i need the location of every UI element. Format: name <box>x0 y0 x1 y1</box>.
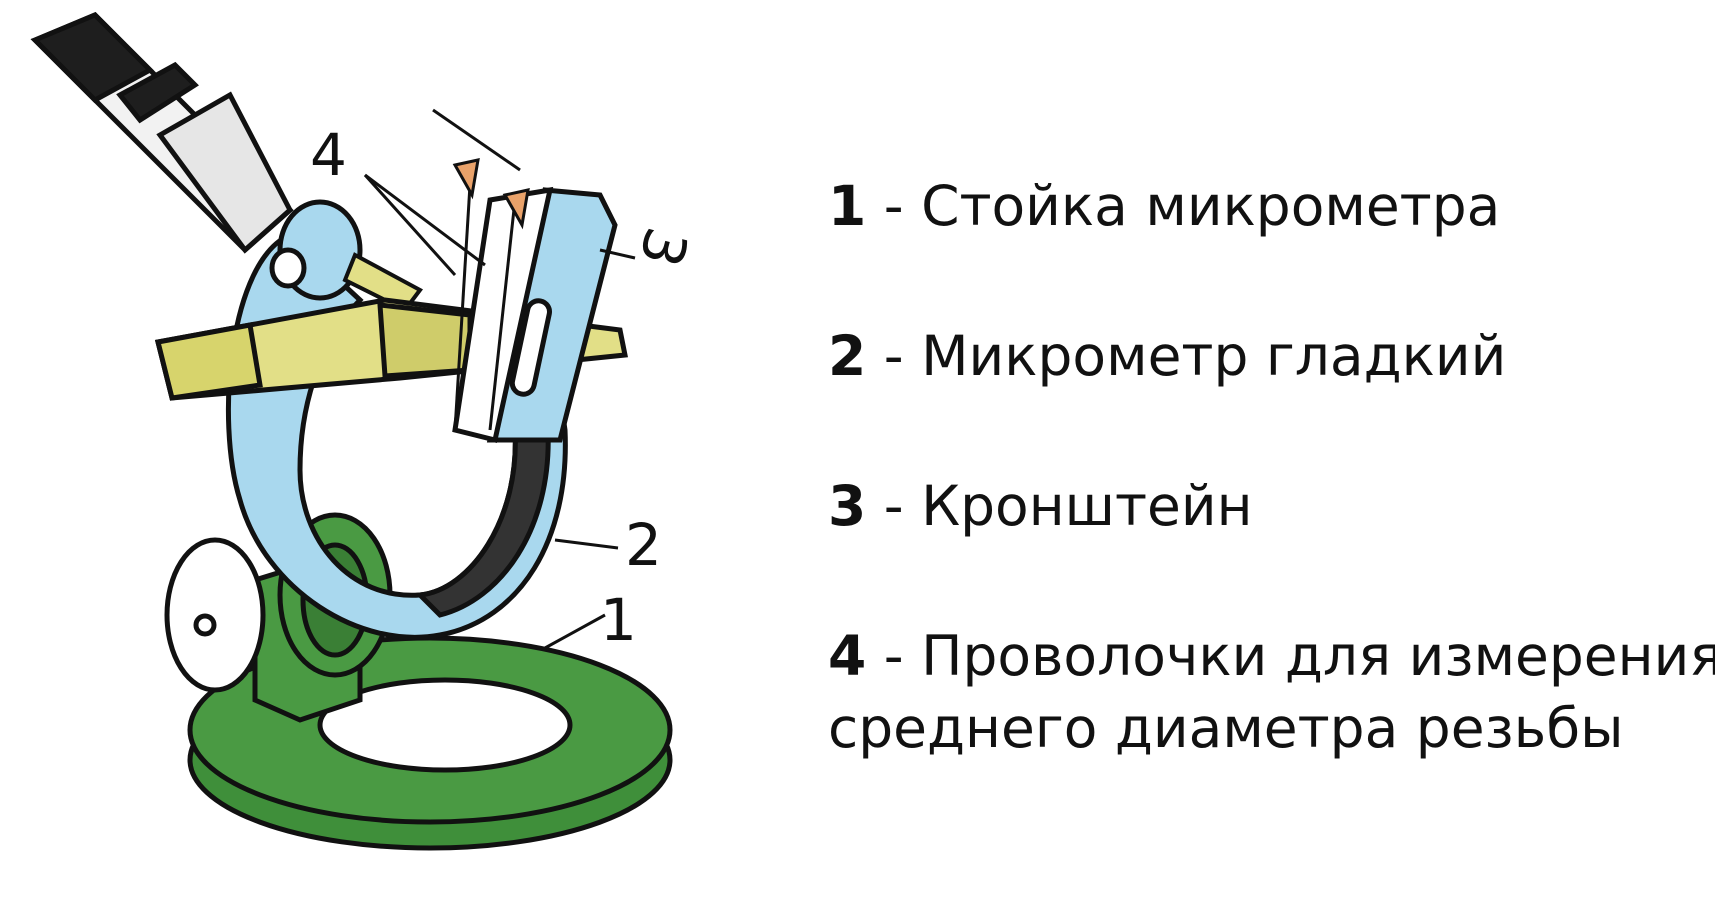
legend-separator: - <box>866 174 922 238</box>
legend-number: 3 <box>828 474 867 538</box>
callout-leaders <box>363 173 636 650</box>
callout-1: 1 <box>600 586 637 654</box>
micrometer-stand <box>164 512 673 851</box>
micrometer-barrel <box>30 12 294 254</box>
legend-separator: - <box>866 624 922 688</box>
legend-text: Проволочки для измерения <box>921 624 1715 688</box>
legend-line: 1 - Стойка микрометра <box>828 170 1708 242</box>
legend-separator: - <box>866 474 922 538</box>
micrometer-illustration: 4 3 2 1 <box>30 12 701 851</box>
legend-text: Стойка микрометра <box>921 174 1501 238</box>
legend-number: 4 <box>828 624 867 688</box>
legend-item-1: 1 - Стойка микрометра <box>828 170 1708 242</box>
legend-line: 2 - Микрометр гладкий <box>828 320 1708 392</box>
legend: 1 - Стойка микрометра 2 - Микрометр гладк… <box>828 170 1715 842</box>
callout-2: 2 <box>625 511 662 579</box>
legend-item-2: 2 - Микрометр гладкий <box>828 320 1708 392</box>
wire-bracket <box>452 186 618 444</box>
legend-line: 4 - Проволочки для измерения <box>828 620 1715 692</box>
callout-4: 4 <box>310 121 347 189</box>
legend-line: среднего диаметра резьбы <box>828 692 1708 764</box>
legend-text: среднего диаметра резьбы <box>828 696 1624 760</box>
legend-number: 2 <box>828 324 867 388</box>
legend-item-3: 3 - Кронштейн <box>828 470 1708 542</box>
callout-3: 3 <box>626 221 701 274</box>
legend-number: 1 <box>828 174 867 238</box>
legend-text: Кронштейн <box>921 474 1253 538</box>
legend-separator: - <box>866 324 922 388</box>
legend-text: Микрометр гладкий <box>921 324 1507 388</box>
legend-line: 3 - Кронштейн <box>828 470 1708 542</box>
measuring-wires <box>432 108 530 431</box>
